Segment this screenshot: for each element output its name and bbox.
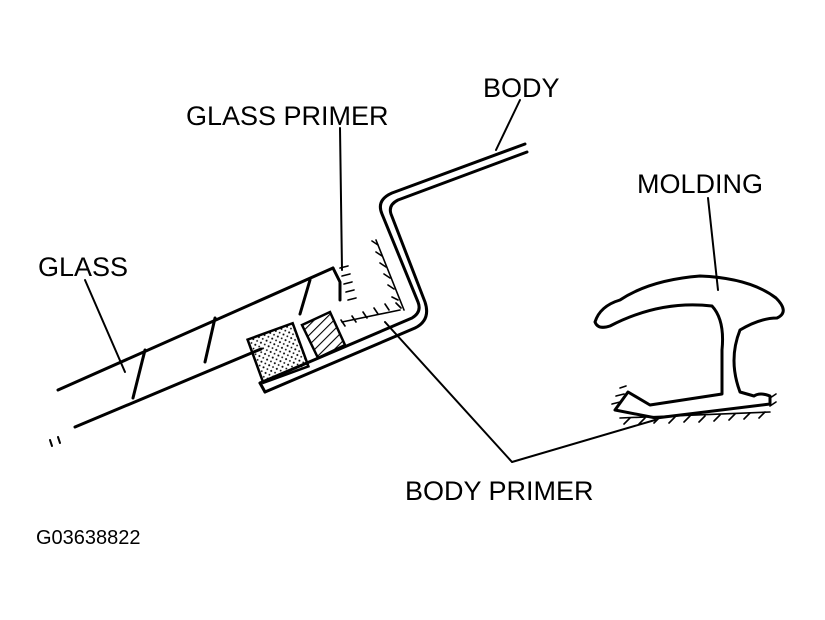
glass-primer-hatching xyxy=(339,265,357,301)
molding xyxy=(593,274,785,420)
label-glass: GLASS xyxy=(38,252,128,282)
molding-base-hatching xyxy=(611,385,777,425)
figure-code: G03638822 xyxy=(36,527,141,549)
leader-body-primer-1 xyxy=(384,321,513,463)
glass-pane xyxy=(49,266,342,447)
leader-glass-primer xyxy=(339,127,343,271)
leader-body-primer-2 xyxy=(511,419,656,463)
label-body: BODY xyxy=(483,73,560,103)
leader-body xyxy=(495,99,521,151)
leader-glass xyxy=(84,279,126,373)
leader-molding xyxy=(707,197,719,291)
body-panel xyxy=(258,142,529,394)
body-primer-hatching xyxy=(340,239,405,327)
label-molding: MOLDING xyxy=(637,169,763,199)
label-glass-primer: GLASS PRIMER xyxy=(186,101,389,131)
label-body-primer: BODY PRIMER xyxy=(405,476,594,506)
urethane-adhesive xyxy=(300,310,347,360)
